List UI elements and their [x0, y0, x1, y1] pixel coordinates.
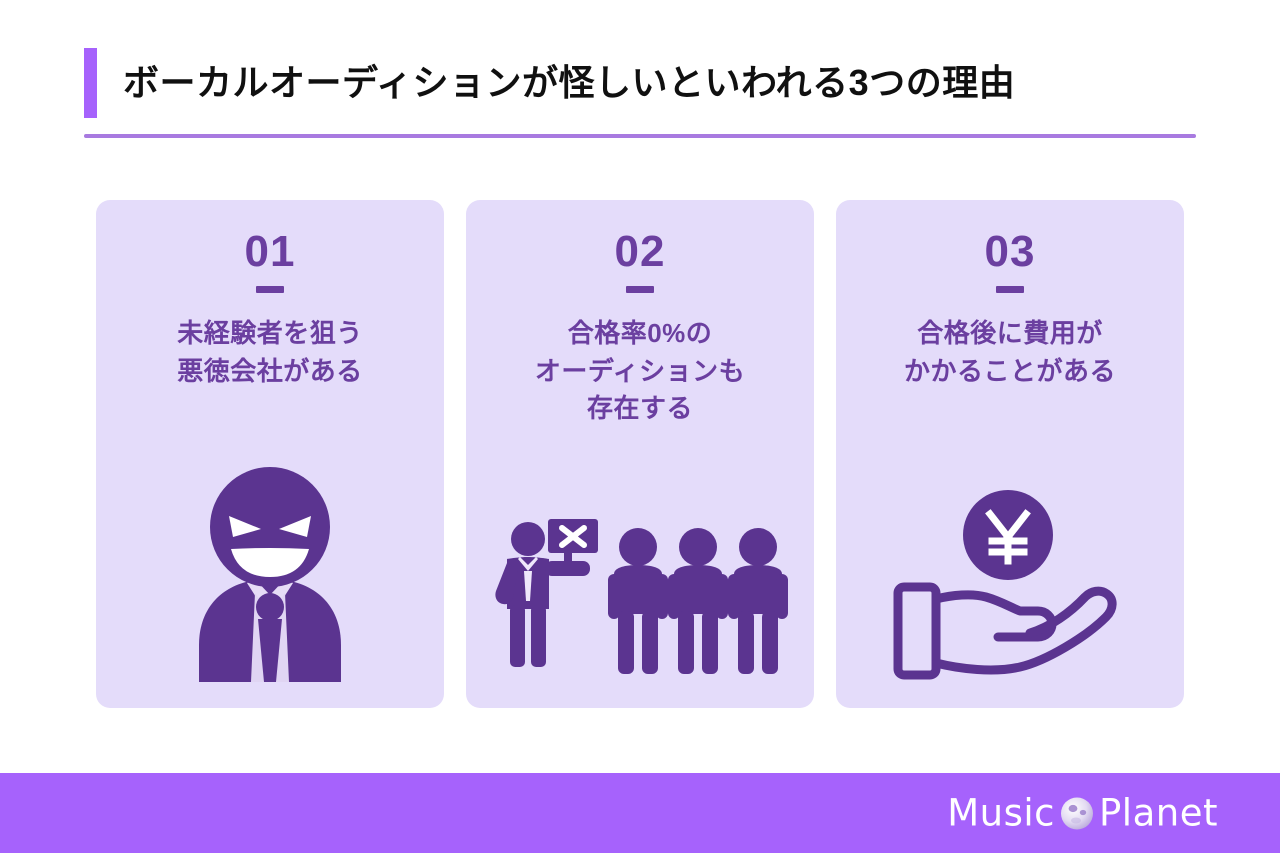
- title-accent-bar: [84, 48, 97, 118]
- rejection-x-sign-people-icon: [466, 517, 814, 682]
- villain-businessman-icon: [96, 467, 444, 682]
- hand-holding-yen-coin-icon: [836, 487, 1184, 682]
- card-text: 合格後に費用が かかることがある: [903, 318, 1116, 386]
- card-text: 合格率0%の オーディションも 存在する: [534, 318, 746, 424]
- reason-card-list: 01 未経験者を狙う 悪徳会社がある: [96, 200, 1184, 708]
- title-row: ボーカルオーディションが怪しいといわれる3つの理由: [84, 48, 1015, 118]
- planet-sphere-icon: [1060, 796, 1094, 830]
- card-number: 01: [244, 227, 296, 276]
- page-header: ボーカルオーディションが怪しいといわれる3つの理由: [0, 0, 1280, 150]
- reason-card: 02 合格率0%の オーディションも 存在する: [466, 200, 814, 708]
- card-number: 03: [984, 227, 1036, 276]
- footer-bar: Music Planet: [0, 773, 1280, 853]
- brand-logo: Music Planet: [947, 795, 1218, 832]
- logo-word-planet: Planet: [1099, 791, 1218, 835]
- card-dash-divider: [996, 286, 1024, 293]
- card-number: 02: [614, 227, 666, 276]
- card-text: 未経験者を狙う 悪徳会社がある: [177, 318, 363, 386]
- title-divider: [84, 134, 1196, 138]
- page-title: ボーカルオーディションが怪しいといわれる3つの理由: [123, 62, 1016, 103]
- card-dash-divider: [626, 286, 654, 293]
- reason-card: 03 合格後に費用が かかることがある: [836, 200, 1184, 708]
- logo-word-music: Music: [947, 791, 1055, 835]
- card-dash-divider: [256, 286, 284, 293]
- reason-card: 01 未経験者を狙う 悪徳会社がある: [96, 200, 444, 708]
